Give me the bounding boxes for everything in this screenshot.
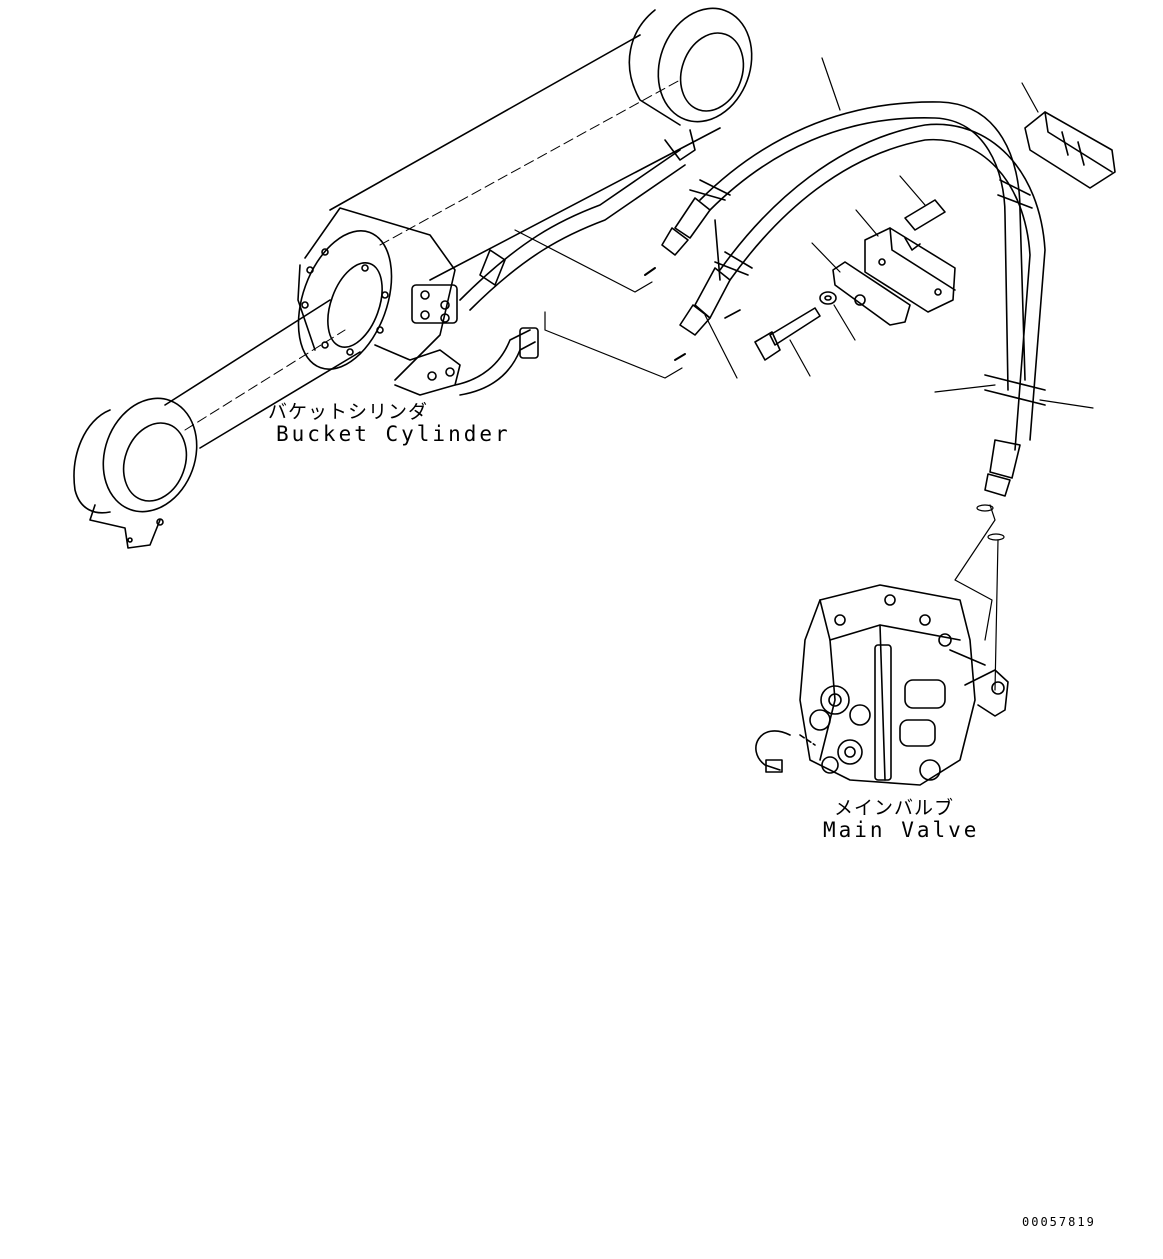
main-valve-label-en: Main Valve bbox=[823, 818, 980, 842]
drawing-number: 00057819 bbox=[1022, 1215, 1096, 1229]
main-valve-label-jp: メインバルブ bbox=[834, 797, 955, 819]
clamp-parts bbox=[754, 82, 1116, 377]
hydraulic-hoses bbox=[661, 101, 1046, 497]
bucket-cylinder-label-jp: バケットシリンダ bbox=[268, 401, 429, 423]
bucket-cylinder-drawing bbox=[73, 7, 753, 549]
main-valve-drawing bbox=[755, 584, 1009, 786]
hose-leader-lines bbox=[704, 57, 1094, 409]
valve-leader-lines bbox=[954, 504, 1005, 691]
bucket-cylinder-label-en: Bucket Cylinder bbox=[276, 422, 511, 446]
cylinder-leader-lines bbox=[514, 229, 686, 379]
